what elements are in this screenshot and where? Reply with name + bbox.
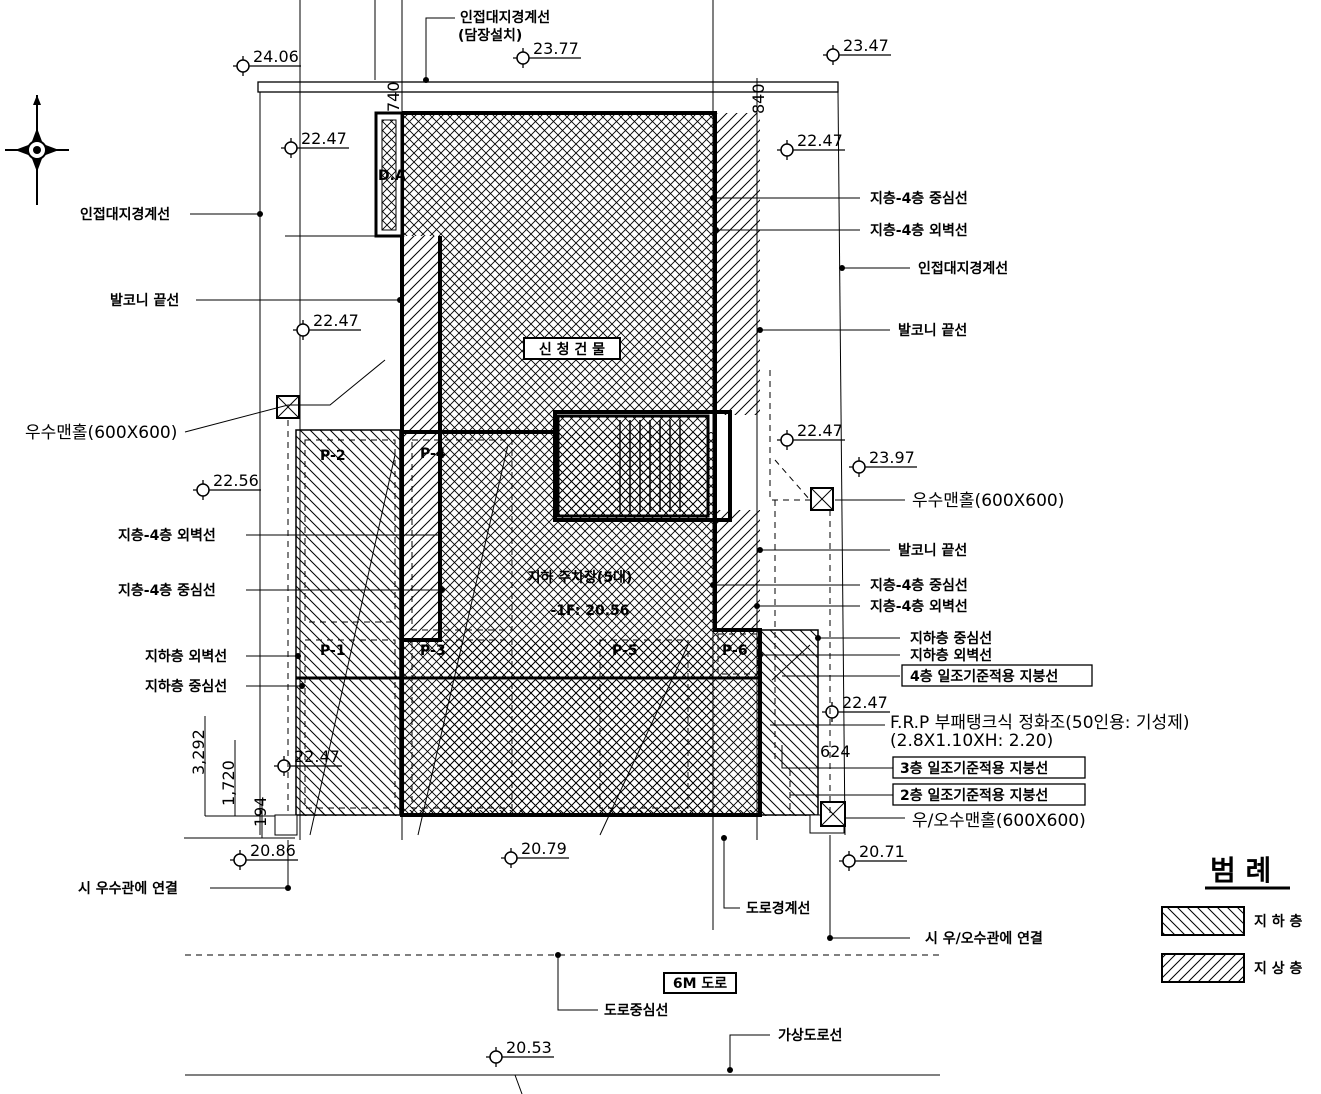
virtual-road-label: 가상도로선 <box>778 1028 842 1044</box>
frp-tank-label: F.R.P 부패탱크식 정화조(50인용: 기성제) <box>890 713 1189 733</box>
elevation-marker: 22.47 <box>281 129 349 158</box>
left-boundary-label: 인접대지경계선 <box>80 206 170 223</box>
right-balcony-1-label: 발코니 끝선 <box>898 322 967 339</box>
parking-p3: P-3 <box>420 643 446 659</box>
city-sewer-label: 시 우/오수관에 연결 <box>925 930 1043 947</box>
right-center-line-2-label: 지층-4층 중심선 <box>870 578 968 594</box>
elevation-marker: 22.47 <box>274 747 342 776</box>
right-basement-center-label: 지하층 중심선 <box>910 630 992 647</box>
dim-194: 194 <box>251 796 270 827</box>
interior-labels: 신 청 건 물 지하 주차장(5대) -1F: 20.56 D.A P-2 P-… <box>320 168 748 659</box>
new-building-label: 신 청 건 물 <box>539 341 605 358</box>
dim-3292: 3,292 <box>189 729 208 775</box>
dimensions: 3,292 1,720 194 740 840 624 <box>189 81 851 838</box>
elevation-value: 20.71 <box>859 842 905 861</box>
legend: 범 례 지 하 층 지 상 층 <box>1161 854 1303 983</box>
elevation-marker: 20.79 <box>501 839 569 868</box>
dim-740: 740 <box>384 81 403 112</box>
left-basement-outer-label: 지하층 외벽선 <box>145 648 227 665</box>
left-center-line-label: 지층-4층 중심선 <box>118 583 216 599</box>
road-boundary-label: 도로경계선 <box>746 900 810 917</box>
right-boundary-label: 인접대지경계선 <box>918 260 1008 277</box>
box-4f-label: 4층 일조기준적용 지붕선 <box>910 668 1058 685</box>
leader-lines <box>184 17 910 1073</box>
elevation-marker: 23.47 <box>823 36 891 65</box>
parking-p2: P-2 <box>320 448 346 464</box>
dim-624: 624 <box>820 742 851 761</box>
elevation-value: 22.56 <box>213 471 259 490</box>
left-balcony-label: 발코니 끝선 <box>110 292 179 309</box>
elevation-marker: 24.06 <box>233 47 301 76</box>
elevation-marker: 22.56 <box>193 471 261 500</box>
parking-p4: P-4 <box>420 446 446 462</box>
elevation-value: 22.47 <box>797 131 843 150</box>
elevation-marker: 22.47 <box>293 311 361 340</box>
elevation-marker: 22.47 <box>822 693 890 722</box>
elevation-marker: 22.47 <box>777 421 845 450</box>
frp-tank-size: (2.8X1.10XH: 2.20) <box>890 731 1053 751</box>
elevation-value: 22.47 <box>313 311 359 330</box>
elevation-value: 20.79 <box>521 839 567 858</box>
road: 6M 도로 <box>185 954 940 1094</box>
annotations: 인접대지경계선 (담장설치) 인접대지경계선 발코니 끝선 우수맨홀(600X6… <box>25 9 1189 1044</box>
elevation-value: 23.77 <box>533 39 579 58</box>
city-rain-label: 시 우수관에 연결 <box>78 880 178 897</box>
right-balcony-2-label: 발코니 끝선 <box>898 542 967 559</box>
right-manhole <box>810 487 834 511</box>
elevation-marker: 20.53 <box>486 1038 554 1067</box>
parking-p6: P-6 <box>722 643 748 659</box>
box-2f-label: 2층 일조기준적용 지붕선 <box>900 787 1048 804</box>
elevation-value: 20.53 <box>506 1038 552 1057</box>
underground-parking-label: 지하 주차장(5대) <box>528 569 633 586</box>
elevation-markers: 24.06 23.77 23.47 22.47 22.47 22.47 22.47 23.97… <box>193 36 917 1067</box>
elevation-marker: 23.77 <box>513 39 581 68</box>
legend-underground-swatch <box>1161 906 1245 936</box>
above-ground-building <box>274 111 845 836</box>
elevation-value: 24.06 <box>253 47 299 66</box>
underground-level-label: -1F: 20.56 <box>550 603 629 619</box>
north-arrow-icon <box>5 95 69 205</box>
bottom-manhole <box>820 801 846 827</box>
elevation-marker: 20.71 <box>839 842 907 871</box>
legend-underground-label: 지 하 층 <box>1254 913 1303 930</box>
elevation-value: 23.47 <box>843 36 889 55</box>
elevation-value: 20.86 <box>250 841 296 860</box>
road-name-label: 6M 도로 <box>673 976 727 992</box>
parking-p1: P-1 <box>320 643 346 659</box>
left-manhole <box>276 395 300 419</box>
dim-840: 840 <box>749 83 768 114</box>
top-boundary-label: 인접대지경계선 <box>460 9 550 26</box>
right-center-line-1-label: 지층-4층 중심선 <box>870 191 968 207</box>
elevation-marker: 23.97 <box>849 448 917 477</box>
legend-above-ground-swatch <box>1161 953 1245 983</box>
right-outer-wall-2-label: 지층-4층 외벽선 <box>870 598 968 615</box>
left-outer-wall-label: 지층-4층 외벽선 <box>118 527 216 544</box>
elevation-value: 23.97 <box>869 448 915 467</box>
parking-p5: P-5 <box>612 643 638 659</box>
legend-above-ground-label: 지 상 층 <box>1254 961 1303 977</box>
elevation-marker: 20.86 <box>230 841 298 870</box>
right-drain-label: 우수맨홀(600X600) <box>912 491 1064 511</box>
left-drain-label: 우수맨홀(600X600) <box>25 423 177 443</box>
bottom-drain-label: 우/오수맨홀(600X600) <box>912 811 1086 831</box>
elevation-value: 22.47 <box>294 747 340 766</box>
road-center-label: 도로중심선 <box>604 1003 668 1019</box>
box-3f-label: 3층 일조기준적용 지붕선 <box>900 760 1048 777</box>
manholes <box>276 370 846 827</box>
dim-1720: 1,720 <box>219 760 238 806</box>
elevation-value: 22.47 <box>842 693 888 712</box>
do-label: D.A <box>378 168 406 184</box>
elevation-value: 22.47 <box>301 129 347 148</box>
elevation-marker: 22.47 <box>777 131 845 160</box>
left-basement-center-label: 지하층 중심선 <box>145 678 227 695</box>
elevation-value: 22.47 <box>797 421 843 440</box>
right-basement-outer-label: 지하층 외벽선 <box>910 647 992 664</box>
legend-title: 범 례 <box>1210 854 1271 887</box>
top-boundary-note: (담장설치) <box>458 27 522 44</box>
right-outer-wall-1-label: 지층-4층 외벽선 <box>870 222 968 239</box>
